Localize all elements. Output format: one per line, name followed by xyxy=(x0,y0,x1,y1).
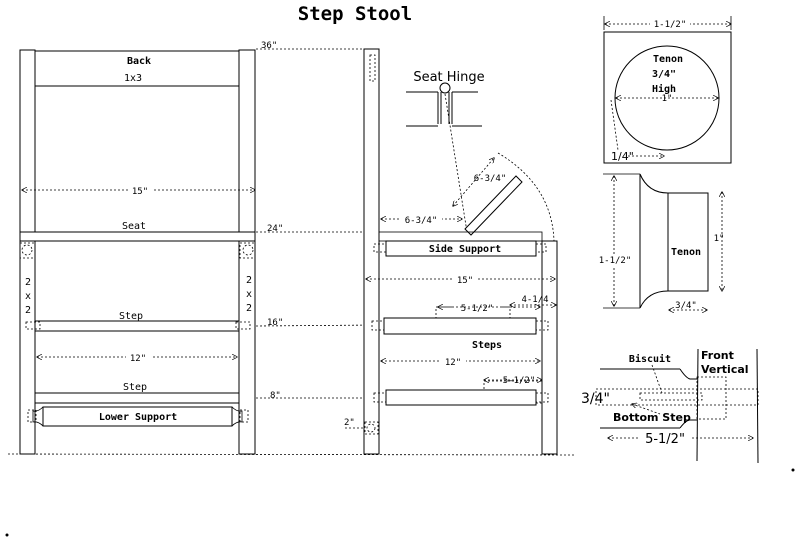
height-2: 2" xyxy=(344,418,355,428)
stray-dot-right xyxy=(791,468,795,472)
tenon-side-label: Tenon xyxy=(671,247,701,258)
seat-arm xyxy=(464,175,523,236)
seat-tenon-left xyxy=(21,244,33,256)
front-lower-step xyxy=(34,392,240,404)
side-rear-leg xyxy=(363,48,380,455)
biscuit-width-dim: 5-1/2" xyxy=(645,432,685,447)
tenon-side-tenon-height-dim: 1" xyxy=(714,234,725,244)
leg-size-x: x xyxy=(25,291,31,302)
step-depth-dim: 5-1/2" xyxy=(461,304,494,314)
height-16: 16" xyxy=(267,318,283,328)
tenon-top-label-1: Tenon xyxy=(653,54,683,65)
side-support xyxy=(385,240,537,257)
seat-hinge-detail xyxy=(406,82,482,233)
tenon-top-detail: 1-1/2" Tenon 3/4" High 1" 1/4" xyxy=(603,16,731,164)
depth-dim: 15" xyxy=(457,276,473,286)
bottom-step-label: Bottom Step xyxy=(613,411,691,424)
height-24: 24" xyxy=(267,224,283,234)
side-support-label: Side Support xyxy=(429,243,501,255)
tenon-top-offset-dim: 1/4" xyxy=(611,150,634,163)
side-view: Seat Hinge 6-3/4" 6-3/4" Side Support 15… xyxy=(363,48,558,455)
seat-board xyxy=(19,231,256,242)
tenon-side-length-dim: 3/4" xyxy=(675,301,697,311)
tenon-top-width-dim: 1-1/2" xyxy=(654,20,687,30)
front-view: Back 1x3 15" Seat 2 x 2 2 x 2 Step 12" S… xyxy=(19,49,256,455)
tenon-top-diameter-dim: 1" xyxy=(662,94,673,104)
steps-spacing-dim: 12" xyxy=(445,358,461,368)
side-front-leg xyxy=(541,240,558,455)
biscuit-detail: Biscuit Front Vertical 3/4" Bottom Step … xyxy=(581,348,759,464)
seat-tenon-right xyxy=(242,244,254,256)
front-vertical-label-2: Vertical xyxy=(701,363,749,376)
front-width-dim: 15" xyxy=(132,187,148,197)
back-label: Back xyxy=(127,56,151,67)
biscuit-label: Biscuit xyxy=(629,353,671,365)
front-right-leg xyxy=(238,49,256,455)
seat-label: Seat xyxy=(122,221,146,232)
tenon-top-label-3: High xyxy=(652,83,676,95)
back-rail xyxy=(34,50,240,87)
leg-size-x-right: x xyxy=(246,289,252,300)
arm-dim: 6-3/4" xyxy=(474,174,507,184)
leg-size-2a-right: 2 xyxy=(246,275,252,286)
back-size-label: 1x3 xyxy=(124,73,142,84)
tenon-side-detail: 1-1/2" Tenon 1" 3/4" xyxy=(599,173,725,311)
tenon-top-label-2: 3/4" xyxy=(652,69,676,80)
leg-size-2b-right: 2 xyxy=(246,303,252,314)
biscuit-thickness-dim: 3/4" xyxy=(581,391,610,407)
tenon-side-height-dim: 1-1/2" xyxy=(599,256,632,266)
drawing-title: Step Stool xyxy=(298,3,412,25)
offset-dim: 6-3/4" xyxy=(405,216,438,226)
height-36: 36" xyxy=(261,41,277,51)
side-lower-step xyxy=(385,389,537,406)
front-vertical-label-1: Front xyxy=(701,349,734,362)
step-width-dim: 12" xyxy=(130,354,146,364)
tenon-top-circle xyxy=(614,45,720,151)
front-upper-step xyxy=(34,320,240,332)
leg-size-2a: 2 xyxy=(25,277,31,288)
lower-step-depth-dim: 5-1/2" xyxy=(503,376,536,386)
step-overhang-dim: 4-1/4 xyxy=(521,295,548,305)
leg-size-2b: 2 xyxy=(25,305,31,316)
steps-label: Steps xyxy=(472,340,502,351)
tenon-side-shape xyxy=(639,173,709,309)
side-upper-step xyxy=(383,317,537,335)
height-8: 8" xyxy=(270,391,281,401)
lower-support-label: Lower Support xyxy=(99,412,177,423)
ground-line xyxy=(7,453,576,456)
upper-step-label: Step xyxy=(119,311,143,322)
seat-hinge-label: Seat Hinge xyxy=(413,70,484,85)
height-references: 36" 24" 16" 8" 2" xyxy=(255,41,381,429)
lower-step-label: Step xyxy=(123,382,147,393)
stray-dot-bottom-left xyxy=(5,533,9,537)
